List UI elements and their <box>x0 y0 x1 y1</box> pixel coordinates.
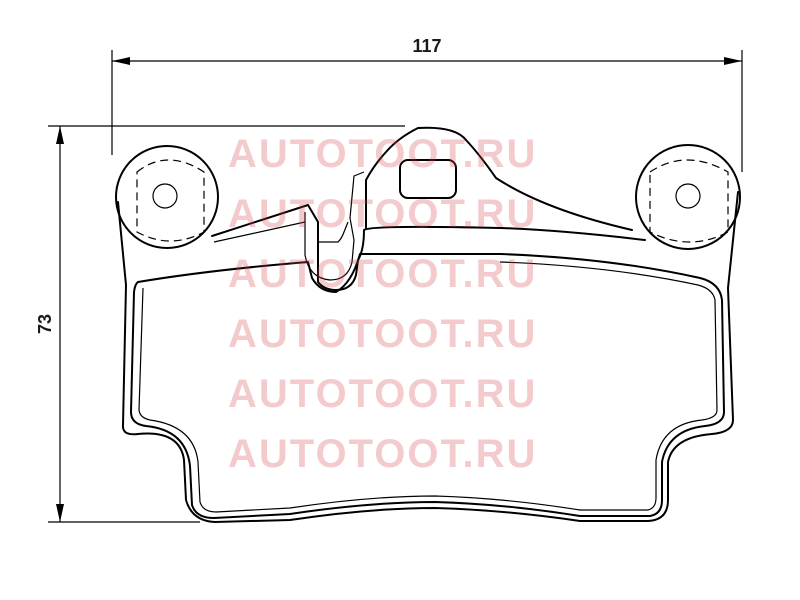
backing-plate-outline <box>117 191 739 523</box>
watermark-text: AUTOTOOT.RU <box>228 312 538 356</box>
watermark-text: AUTOTOOT.RU <box>228 132 538 176</box>
centre-slot <box>399 159 457 199</box>
hook-inner-line <box>213 221 349 243</box>
left-ear-hidden-outline <box>136 159 205 242</box>
width-arrow-right <box>724 57 742 65</box>
right-ear-hole <box>675 183 701 209</box>
right-ear-hidden-outline <box>649 159 729 243</box>
upper-plate-edge <box>211 204 646 291</box>
height-arrow-top <box>56 126 64 144</box>
watermark-text: AUTOTOOT.RU <box>228 432 538 476</box>
left-mounting-ear <box>115 145 219 249</box>
watermark-text: AUTOTOOT.RU <box>228 252 538 296</box>
height-dimension: 73 <box>35 125 405 523</box>
watermark-text: AUTOTOOT.RU <box>228 192 538 236</box>
friction-pad-outer <box>130 253 725 519</box>
left-ear-circle <box>115 145 219 249</box>
watermark-text: AUTOTOOT.RU <box>228 372 538 416</box>
right-ear-circle <box>635 144 741 250</box>
watermark-layer: AUTOTOOT.RU AUTOTOOT.RU AUTOTOOT.RU AUTO… <box>228 124 588 484</box>
friction-pad-inner <box>138 261 718 513</box>
centre-tab-outline <box>365 126 633 231</box>
height-arrow-bottom <box>56 504 64 522</box>
left-ear-hole <box>152 183 178 209</box>
width-label: 117 <box>412 36 441 56</box>
right-mounting-ear <box>635 144 741 250</box>
width-dimension: 117 <box>111 36 743 172</box>
width-arrow-left <box>112 57 130 65</box>
height-label: 73 <box>35 314 55 334</box>
